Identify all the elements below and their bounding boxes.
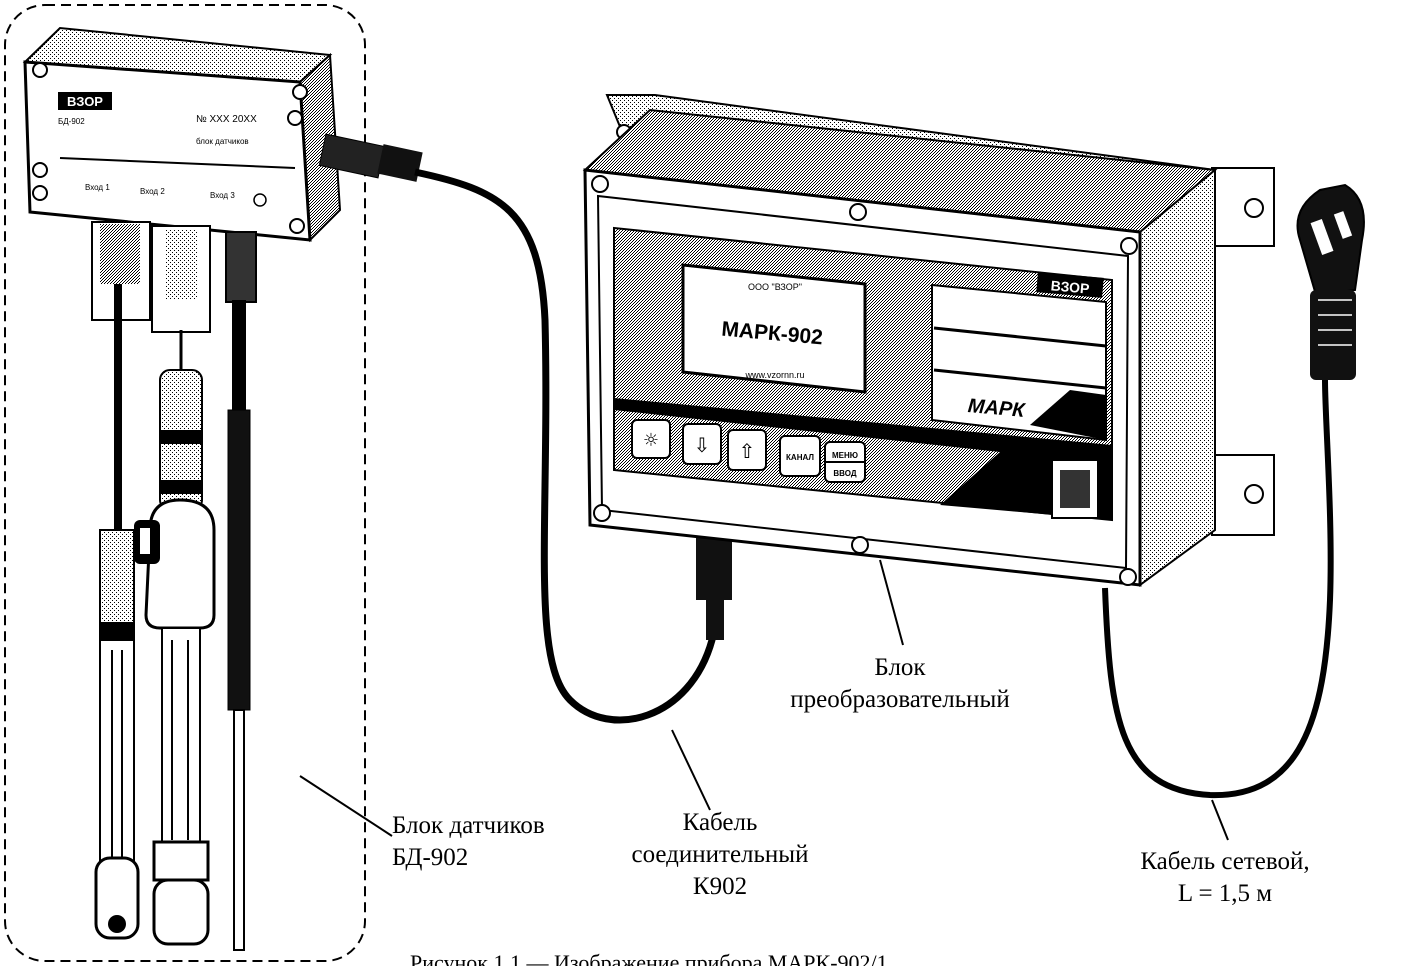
leader-converter — [879, 559, 904, 646]
label-sensor-block-line2: БД-902 — [392, 844, 469, 871]
svg-text:⇧: ⇧ — [739, 439, 756, 463]
sensor-box-brand: ВЗОР — [67, 94, 103, 109]
label-connecting-cable-line1: Кабель — [682, 809, 758, 836]
button-channel[interactable]: КАНАЛ — [779, 435, 821, 477]
sensor-box-input-2: Вход 2 — [140, 187, 165, 196]
electrode-1 — [94, 284, 140, 940]
sensor-box-model: БД-902 — [58, 117, 85, 126]
leader-power-cable — [1211, 799, 1229, 841]
power-cable — [1102, 379, 1334, 799]
label-connecting-cable: Кабель соединительный К902 — [600, 807, 840, 903]
power-plug — [1296, 183, 1365, 380]
label-power-cable-line1: Кабель сетевой, — [1140, 848, 1310, 875]
sensor-box-input-1: Вход 1 — [85, 183, 110, 192]
label-power-cable-line2: L = 1,5 м — [1177, 880, 1273, 907]
button-up[interactable]: ⇧ — [727, 429, 767, 471]
converter-unit: ООО "ВЗОР" МАРК-902 www.vzornn.ru ВЗОР М… — [582, 94, 1275, 587]
svg-text:МЕНЮ: МЕНЮ — [832, 451, 858, 460]
button-light[interactable]: ☼ — [631, 419, 671, 459]
svg-text:ВВОД: ВВОД — [833, 469, 856, 478]
svg-text:КАНАЛ: КАНАЛ — [786, 453, 814, 462]
leader-sensor-block — [299, 775, 393, 837]
screen-vendor: ООО "ВЗОР" — [748, 282, 802, 292]
converter-brand: ВЗОР — [1050, 277, 1090, 296]
label-connecting-cable-line3: К902 — [692, 873, 748, 900]
label-connecting-cable-line2: соединительный — [631, 841, 809, 868]
label-sensor-block: Блок датчиков БД-902 — [392, 810, 592, 874]
electrode-2 — [134, 330, 216, 946]
leader-connecting-cable — [671, 729, 711, 811]
label-converter: Блок преобразовательный — [760, 652, 1040, 716]
svg-text:☼: ☼ — [643, 430, 659, 451]
label-sensor-block-line1: Блок датчиков — [392, 812, 545, 839]
electrode-3 — [227, 300, 251, 951]
button-menu-enter[interactable]: МЕНЮ ВВОД — [824, 441, 866, 483]
button-down[interactable]: ⇩ — [682, 423, 722, 465]
sensor-box-serial: № XXX 20XX — [196, 114, 257, 125]
sensor-box-name: блок датчиков — [196, 137, 249, 146]
label-power-cable: Кабель сетевой, L = 1,5 м — [1100, 846, 1350, 910]
sensor-box-input-3: Вход 3 — [210, 191, 235, 200]
converter-logo: МАРК — [967, 395, 1027, 422]
figure-caption: Рисунок 1.1 — Изображение прибора МАРК-9… — [410, 950, 888, 966]
svg-text:⇩: ⇩ — [694, 433, 711, 457]
label-converter-line1: Блок — [874, 654, 926, 681]
screen-url: www.vzornn.ru — [744, 370, 804, 380]
label-converter-line2: преобразовательный — [790, 686, 1010, 713]
sensor-box: ВЗОР № XXX 20XX БД-902 блок датчиков Вхо… — [22, 26, 423, 243]
